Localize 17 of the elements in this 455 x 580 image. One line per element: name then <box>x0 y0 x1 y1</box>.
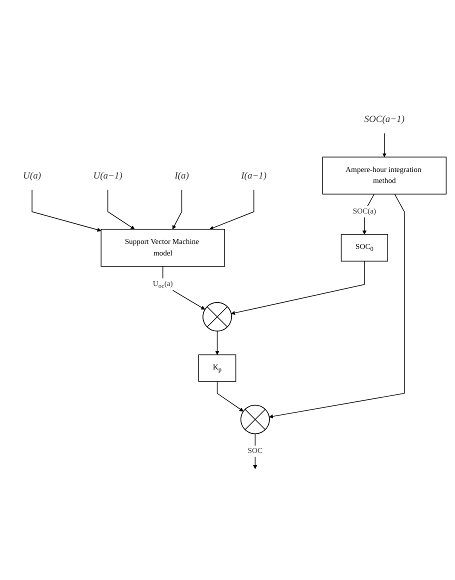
arrow <box>216 380 244 412</box>
arrow <box>253 433 258 469</box>
arrow <box>269 194 405 418</box>
arrow <box>215 330 220 355</box>
arrow <box>230 260 365 315</box>
arrow <box>107 189 135 230</box>
node-text: U(a−1) <box>93 170 122 181</box>
arrow <box>362 194 375 234</box>
arrow <box>382 132 386 158</box>
node-text: I(a) <box>174 170 189 181</box>
arrow <box>32 189 102 232</box>
arrow <box>162 266 206 310</box>
node-text: U(a) <box>23 170 42 181</box>
node-text: SOC(a−1) <box>364 114 405 124</box>
node-text: I(a−1) <box>241 170 267 181</box>
arrow <box>172 189 182 230</box>
arrow <box>209 189 254 230</box>
